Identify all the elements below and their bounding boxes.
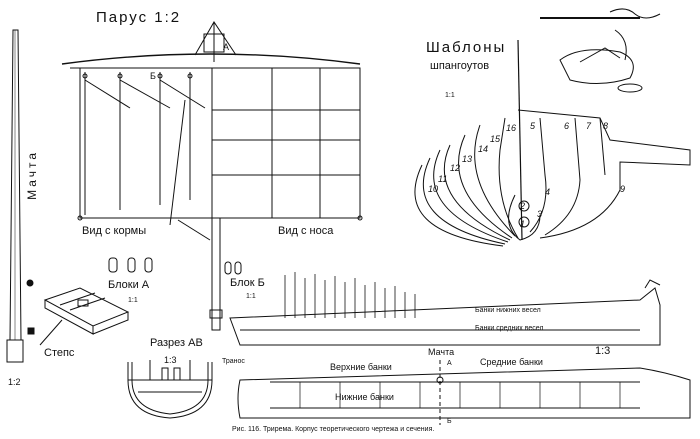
middle-benches-label: Средние банки: [480, 357, 543, 367]
frame-number: 3: [537, 209, 543, 219]
lower-oar-benches-label: Банки нижних весел: [475, 307, 541, 314]
blocks-drawing: [108, 257, 242, 275]
sail-label-b: Б: [150, 71, 156, 81]
hull-plan-drawing: [229, 272, 691, 425]
frame-number: 1: [520, 219, 526, 229]
stern-view-label: Вид с кормы: [82, 225, 147, 237]
tranos-label: Транос: [222, 358, 245, 365]
frame-number: 11: [438, 174, 448, 184]
plan-mast-label: Мачта: [428, 347, 455, 357]
frame-number: 14: [478, 144, 489, 154]
sail-title: Парус 1:2: [96, 9, 182, 26]
plan-a-label: А: [447, 360, 452, 367]
templates-scale: 1:1: [445, 92, 455, 99]
frame-number: 15: [490, 134, 501, 144]
sail-drawing: [61, 21, 363, 331]
upper-benches-label: Верхние банки: [330, 362, 392, 372]
mast-label: Мачта: [25, 150, 39, 200]
steps-drawing: [39, 287, 130, 346]
rigging-detail-drawing: [540, 8, 661, 93]
mast-scale-label: 1:2: [8, 377, 21, 387]
frame-number: 7: [586, 121, 592, 131]
frame-templates-drawing: [414, 39, 691, 247]
templates-title: Шаблоны: [426, 39, 507, 56]
frame-number: 8: [603, 121, 609, 131]
plan-b-label: Б: [447, 418, 452, 425]
frame-number: 6: [564, 121, 570, 131]
blocks-a-label: Блоки А: [108, 279, 150, 291]
steps-label: Степс: [44, 347, 75, 359]
middle-oar-benches-label: Банки средних весел: [475, 325, 544, 332]
frame-number: 10: [428, 184, 439, 194]
block-b-label: Блок Б: [230, 277, 265, 289]
frame-number: 9: [620, 184, 626, 194]
figure-caption: Рис. 116. Триремa. Корпус теоретического…: [232, 426, 435, 433]
lower-benches-label: Нижние банки: [335, 392, 394, 402]
frame-number: 16: [506, 123, 517, 133]
templates-subtitle: шпангоутов: [430, 60, 490, 72]
plan-scale-label: 1:3: [595, 345, 611, 357]
bow-view-label: Вид с носа: [278, 225, 334, 237]
section-scale-label: 1:3: [164, 355, 177, 365]
blocks-a-scale: 1:1: [128, 297, 138, 304]
frame-number: 5: [530, 121, 536, 131]
frame-number: 4: [545, 187, 551, 197]
mast-drawing: [6, 29, 35, 363]
frame-number: 2: [520, 201, 526, 211]
section-ab-label: Разрез АВ: [150, 337, 203, 349]
sail-label-a: А: [223, 42, 230, 52]
block-b-scale: 1:1: [246, 293, 256, 300]
frame-number: 13: [462, 154, 473, 164]
section-ab-drawing: [127, 360, 213, 419]
frame-number: 12: [450, 163, 461, 173]
